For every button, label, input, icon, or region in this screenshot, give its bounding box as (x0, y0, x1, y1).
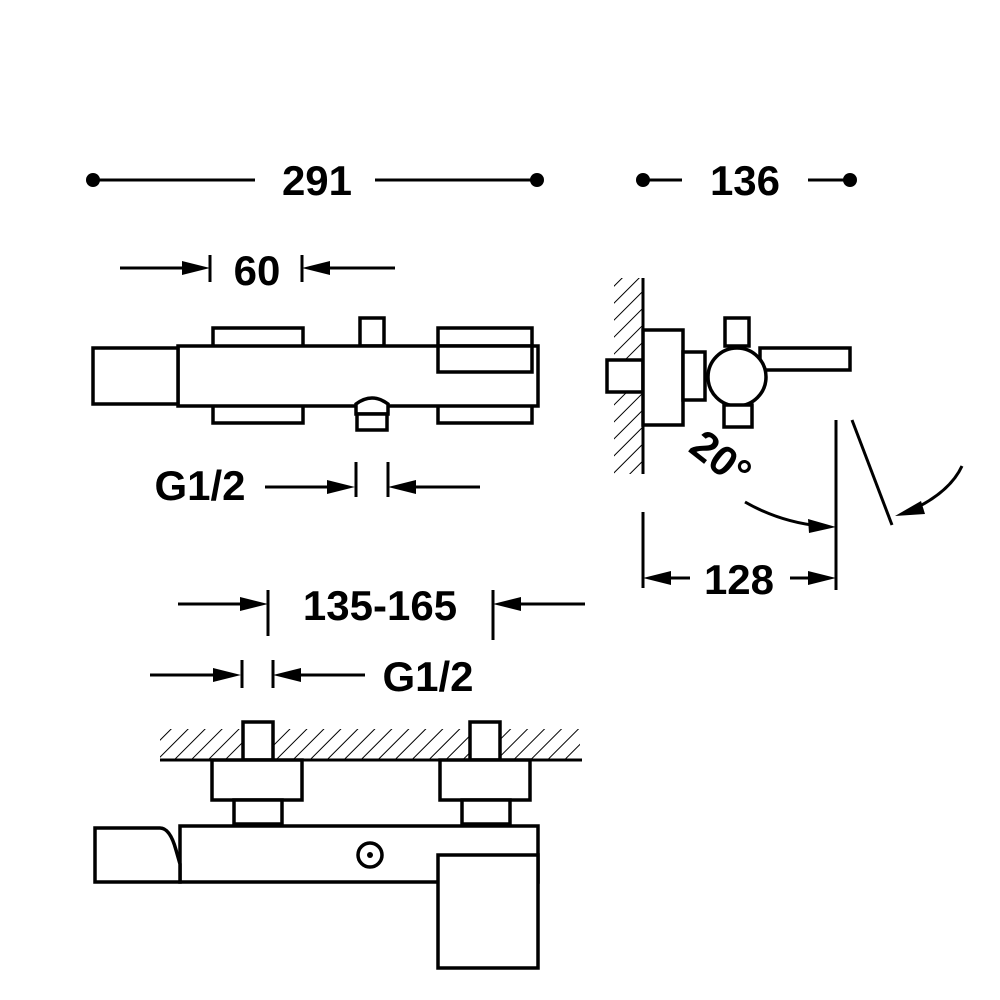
inlet-thread-dimension: G1/2 (150, 653, 474, 700)
outlet-nipple (355, 412, 389, 432)
inlet-centers-dimension: 135-165 (178, 582, 585, 640)
side-escutcheon (641, 328, 685, 427)
outlet-nut (354, 396, 390, 416)
end-cap (91, 346, 180, 406)
side-knob (723, 316, 751, 348)
outlet-thread-label: G1/2 (154, 462, 245, 509)
spout-angle-label: 20° (681, 421, 760, 497)
spout-stub (436, 344, 534, 374)
top-view-faucet (91, 316, 540, 432)
right-escutcheon (438, 758, 532, 802)
front-end-cap (93, 826, 182, 884)
overall-width-dimension: 291 (86, 157, 544, 204)
right-connector (460, 798, 512, 826)
depth-dimension: 136 (636, 157, 857, 204)
side-view-faucet (605, 278, 852, 474)
right-inlet-pipe (468, 720, 502, 762)
diverter-knob (358, 316, 386, 348)
inlet-centers-label: 135-165 (303, 582, 457, 629)
handle-gap-label: 60 (234, 247, 281, 294)
wall-hatch-front (160, 729, 580, 759)
left-inlet-pipe (241, 720, 275, 762)
side-spout (758, 346, 852, 372)
side-connector (681, 350, 707, 402)
spout-projection-label: 128 (704, 556, 774, 603)
spout-projection-dimension: 128 (641, 512, 836, 603)
front-view-faucet (93, 720, 582, 970)
inlet-thread-label: G1/2 (382, 653, 473, 700)
overall-width-label: 291 (282, 157, 352, 204)
left-escutcheon (210, 758, 304, 802)
left-connector (232, 798, 284, 826)
side-outlet (722, 403, 754, 429)
side-inlet (605, 358, 645, 394)
side-body-circle (706, 346, 768, 408)
handle-gap-dimension: 60 (120, 247, 395, 294)
outlet-thread-dimension: G1/2 (154, 462, 480, 509)
front-spout (436, 853, 540, 970)
depth-label: 136 (710, 157, 780, 204)
